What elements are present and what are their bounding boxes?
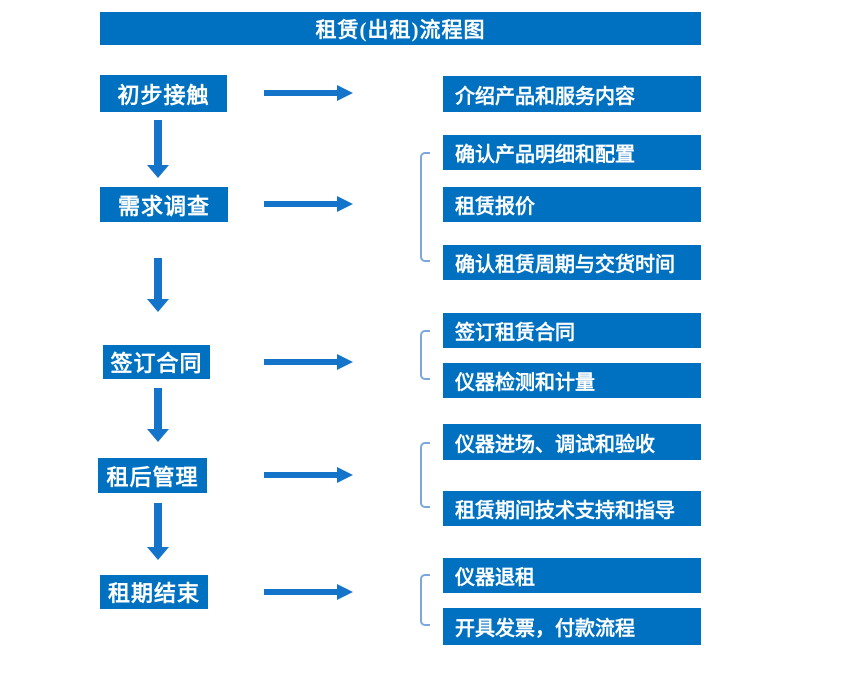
group-bracket <box>420 152 430 262</box>
output-box-instrument-entry: 仪器进场、调试和验收 <box>443 424 701 460</box>
group-bracket <box>420 574 430 626</box>
flowchart-title: 租赁(出租)流程图 <box>100 12 701 45</box>
right-arrow-icon <box>264 196 353 212</box>
step-box-demand-survey: 需求调查 <box>100 187 228 222</box>
output-box-confirm-period: 确认租赁周期与交货时间 <box>443 245 701 280</box>
right-arrow-icon <box>264 584 353 600</box>
output-box-instrument-testing: 仪器检测和计量 <box>443 363 701 398</box>
output-box-confirm-details: 确认产品明细和配置 <box>443 135 701 170</box>
right-arrow-icon <box>264 85 353 101</box>
step-box-sign-contract: 签订合同 <box>103 345 210 379</box>
down-arrow-icon <box>147 388 169 442</box>
down-arrow-icon <box>147 258 169 312</box>
output-box-sign-rental-contract: 签订租赁合同 <box>443 313 701 348</box>
output-box-instrument-return: 仪器退租 <box>443 558 701 593</box>
step-box-rental-end: 租期结束 <box>100 575 208 609</box>
step-box-initial-contact: 初步接触 <box>100 75 227 112</box>
output-box-invoice-payment: 开具发票，付款流程 <box>443 608 701 645</box>
output-box-rental-quote: 租赁报价 <box>443 187 701 222</box>
down-arrow-icon <box>147 503 169 560</box>
right-arrow-icon <box>264 467 353 483</box>
group-bracket <box>420 442 430 508</box>
output-box-tech-support: 租赁期间技术支持和指导 <box>443 491 701 526</box>
step-box-post-rental-mgmt: 租后管理 <box>98 458 207 493</box>
right-arrow-icon <box>264 354 353 370</box>
output-box-introduce-products: 介绍产品和服务内容 <box>443 76 701 112</box>
down-arrow-icon <box>147 120 169 178</box>
group-bracket <box>420 330 430 380</box>
